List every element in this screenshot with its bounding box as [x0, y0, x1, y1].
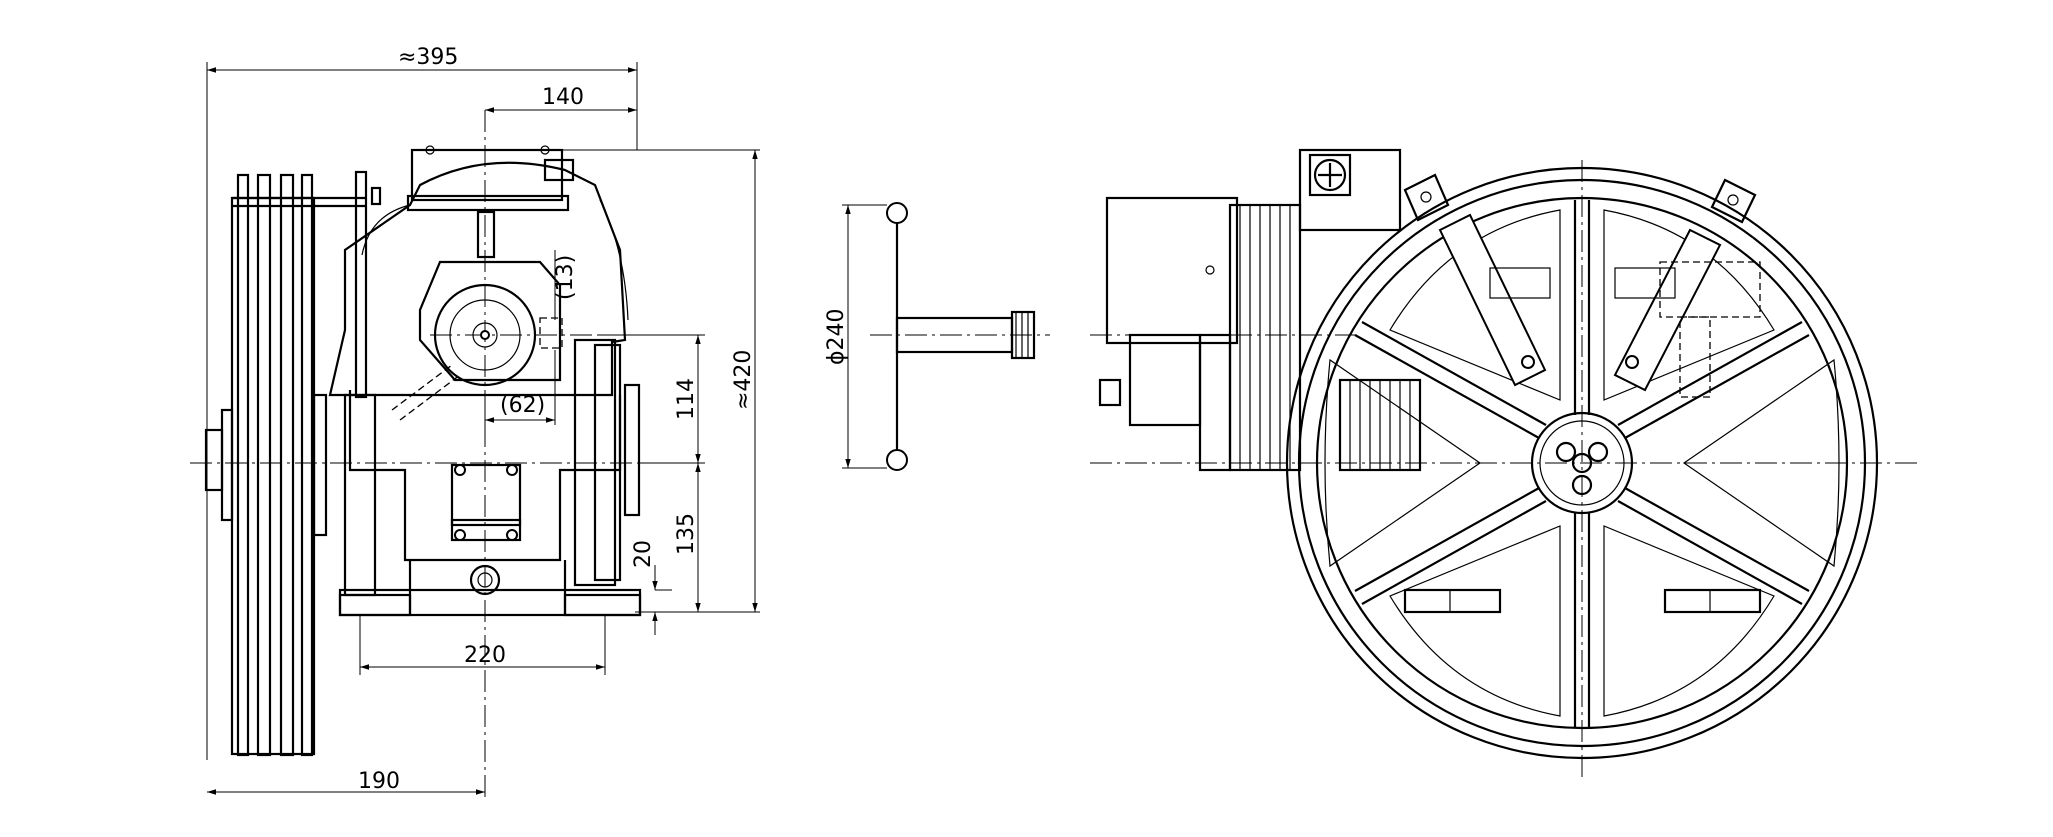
dim-hidden-offset: (13)	[553, 255, 578, 300]
motor-housing	[328, 145, 629, 397]
dim-sheave-offset: 190	[358, 769, 400, 794]
dim-base-width: 220	[464, 643, 506, 668]
dim-handwheel-diameter: ϕ240	[824, 308, 849, 365]
dim-overall-height: ≈420	[731, 350, 756, 410]
brake-unit	[1338, 378, 1422, 472]
front-base	[1403, 588, 1762, 614]
side-dimensions	[206, 62, 760, 795]
motor-body	[1098, 148, 1402, 472]
front-view	[1090, 148, 1920, 780]
dim-top-offset: 140	[542, 85, 584, 110]
traction-sheave	[204, 170, 368, 757]
inspection-plate	[450, 463, 522, 542]
brake-arms	[1403, 173, 1761, 398]
base-frame	[338, 560, 642, 617]
dim-shaft-offset: (62)	[500, 393, 545, 418]
handwheel-view: ϕ240	[824, 202, 1050, 471]
drive-sheave	[1285, 166, 1879, 760]
dim-height-upper: 114	[674, 378, 699, 420]
side-view: ≈395 140 (13) (62) ≈420 114 135 20 220 1…	[190, 45, 760, 800]
gearbox	[343, 260, 641, 597]
dim-height-lower: 135	[674, 513, 699, 555]
side-dimension-labels: ≈395 140 (13) (62) ≈420 114 135 20 220 1…	[358, 45, 756, 794]
dim-overall-width: ≈395	[398, 45, 458, 70]
dim-base-height: 20	[631, 540, 656, 568]
